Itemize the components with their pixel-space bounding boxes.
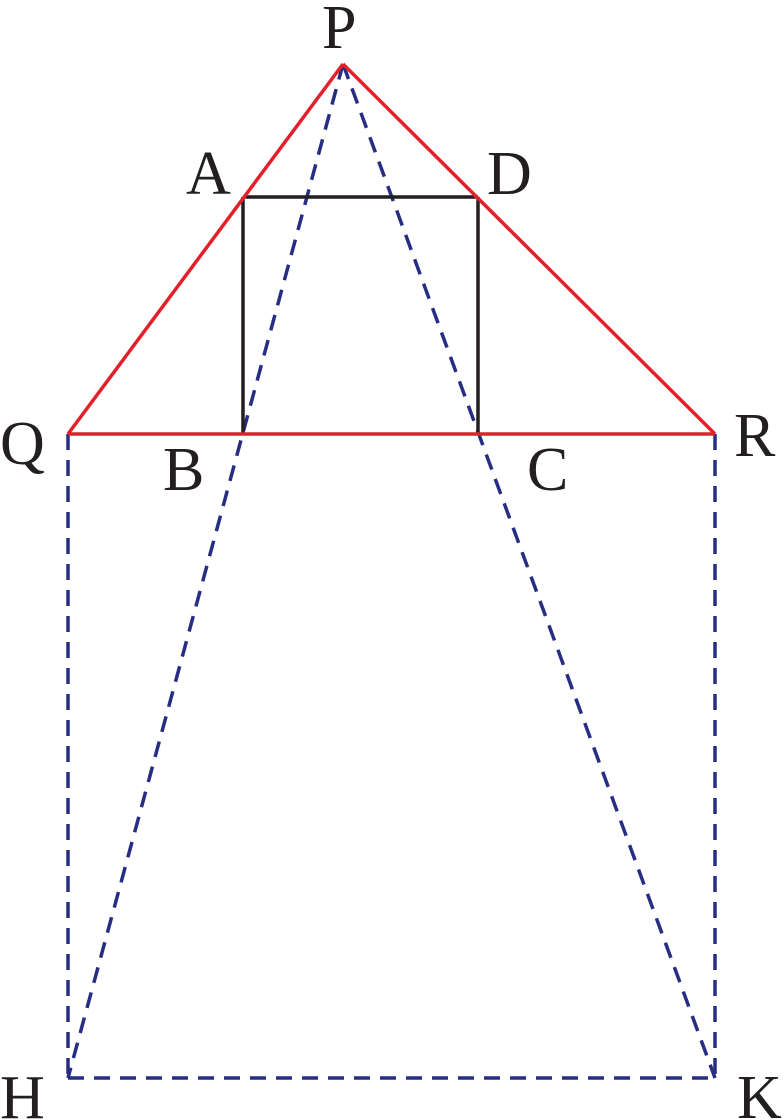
label-K: K [737, 1064, 782, 1120]
square-ABCD [241, 195, 480, 434]
segment-PR [341, 62, 717, 436]
label-A: A [186, 140, 231, 208]
label-B: B [163, 436, 204, 504]
label-P: P [322, 0, 356, 62]
segment-PK [341, 63, 717, 1079]
label-Q: Q [0, 410, 45, 478]
label-H: H [0, 1064, 45, 1120]
construction-lines [66, 63, 717, 1080]
label-C: C [527, 436, 568, 504]
label-R: R [734, 402, 776, 470]
segment-PQ [66, 62, 345, 436]
label-D: D [487, 140, 532, 208]
triangle-PQR [66, 62, 717, 436]
segment-PH [66, 63, 345, 1079]
